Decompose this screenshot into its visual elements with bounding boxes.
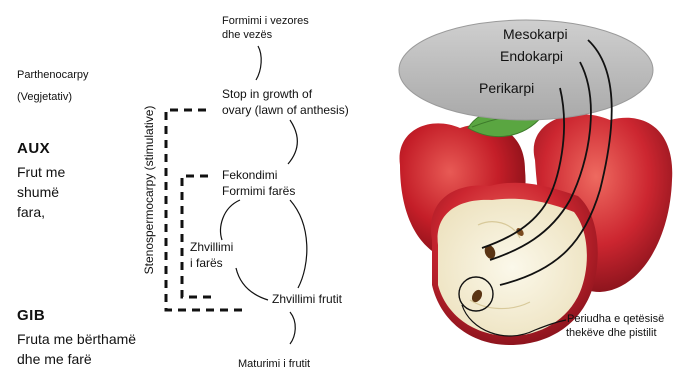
label-periudha-line-1: Periudha e qetësisë bbox=[567, 312, 664, 326]
aux-line-2: shumë bbox=[17, 182, 59, 202]
stage-stop-line-2: ovary (lawn of anthesis) bbox=[222, 103, 349, 118]
label-endokarpi: Endokarpi bbox=[500, 48, 563, 64]
stenospermocarpy-vertical-label: Stenospermocarpy (stimulative) bbox=[142, 106, 156, 275]
aux-line-3: fara, bbox=[17, 202, 45, 222]
parthenocarpy-label: Parthenocarpy bbox=[17, 68, 89, 82]
label-periudha-line-2: thekëve dhe pistilit bbox=[566, 326, 657, 340]
label-perikarpi: Perikarpi bbox=[479, 80, 534, 96]
stage-fekondimi-line-1: Fekondimi bbox=[222, 168, 277, 183]
stage-formimi-line-2: dhe vezës bbox=[222, 28, 272, 42]
outer-dashed-bracket bbox=[166, 110, 245, 310]
gib-line-1: Fruta me bërthamë bbox=[17, 329, 136, 349]
gib-line-2: dhe me farë bbox=[17, 349, 92, 369]
stage-formimi-line-1: Formimi i vezores bbox=[222, 14, 309, 28]
aux-title: AUX bbox=[17, 140, 50, 157]
stage-zhvillimi-fares-line-2: i farës bbox=[190, 256, 223, 271]
gib-title: GIB bbox=[17, 307, 45, 324]
parthenocarpy-sub-label: (Vegjetativ) bbox=[17, 90, 72, 104]
label-mesokarpi: Mesokarpi bbox=[503, 26, 568, 42]
stage-zhvillimi-fares-line-1: Zhvillimi bbox=[190, 240, 233, 255]
stage-fekondimi-line-2: Formimi farës bbox=[222, 184, 295, 199]
stage-stop-line-1: Stop in growth of bbox=[222, 87, 312, 102]
stage-zhvillimi-frutit: Zhvillimi frutit bbox=[272, 292, 342, 307]
inner-dashed-bracket bbox=[182, 176, 212, 297]
stage-maturimi: Maturimi i frutit bbox=[238, 357, 310, 371]
aux-line-1: Frut me bbox=[17, 162, 65, 182]
